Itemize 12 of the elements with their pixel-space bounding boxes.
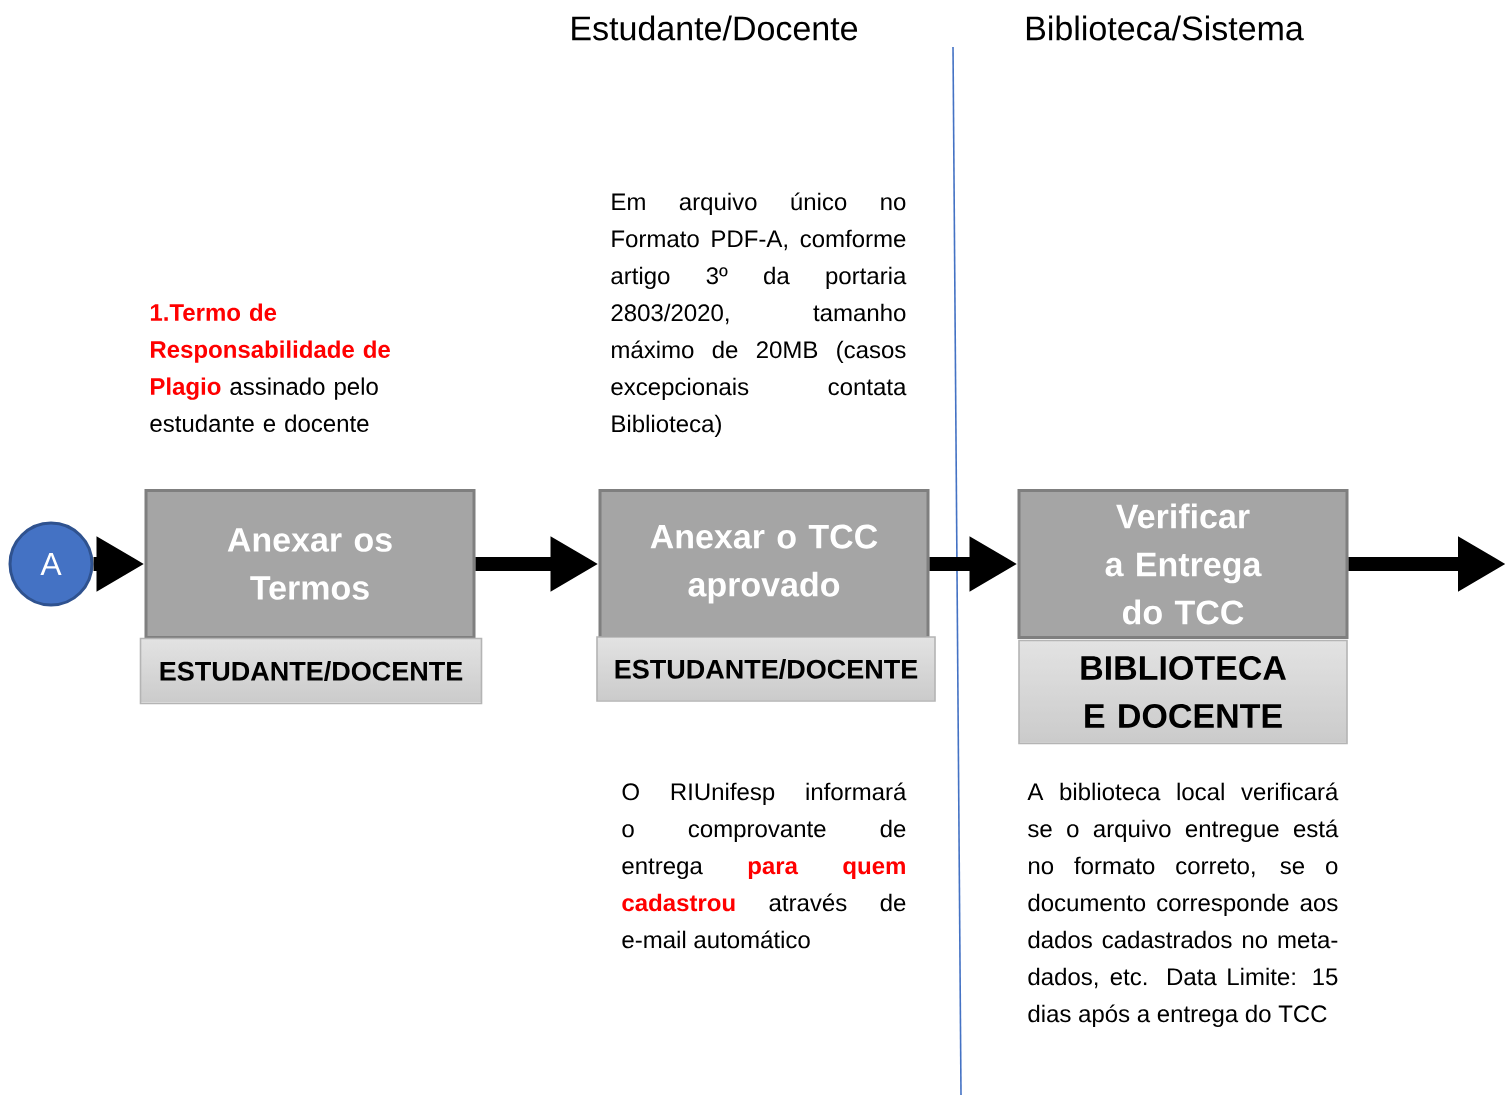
role-box: BIBLIOTECA E DOCENTE xyxy=(1018,639,1348,745)
column-heading: Estudante/Docente xyxy=(572,15,858,41)
process-box: Anexar o TCC aprovado xyxy=(598,489,930,639)
note-text: O RIUnifesp informará o comprovante de entrega para quem cadastrou através de e-mail automático xyxy=(622,782,907,949)
column-heading: Biblioteca/Sistema xyxy=(1026,15,1304,41)
note-text: Em arquivo único no Formato PDF-A, comforme artigo 3º da portaria 2803/2020, tamanho máximo de 20MB (casos excepcionais contata Biblioteca) xyxy=(611,192,907,437)
note-text: 1.Termo de Responsabilidade de Plagio assinado pelo estudante e docente xyxy=(150,303,390,432)
note-text: A biblioteca local verificará se o arquivo entregue está no formato correto, se o documento corresponde aos dados cadastrados no meta-dados, etc. Data Limite: 15 dias após a entrega do TCC xyxy=(1027,782,1339,1028)
role-box: ESTUDANTE/DOCENTE xyxy=(596,636,936,702)
process-box: Anexar os Termos xyxy=(144,489,476,639)
role-box: ESTUDANTE/DOCENTE xyxy=(139,637,483,705)
process-box: Verificar a Entrega do TCC xyxy=(1017,489,1349,639)
